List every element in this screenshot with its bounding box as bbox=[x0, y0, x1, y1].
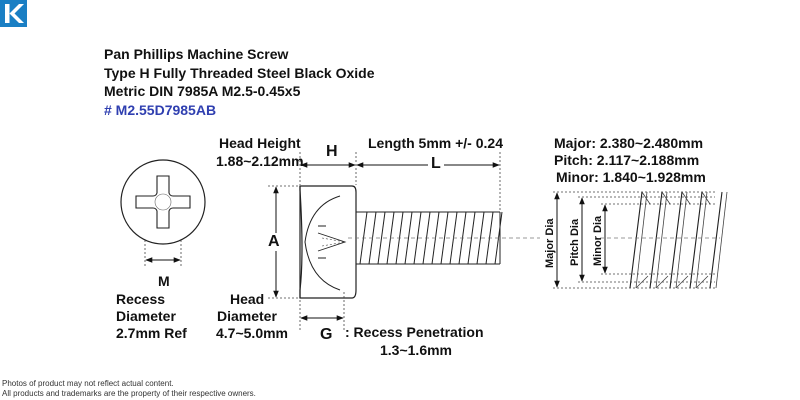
title-block: Pan Phillips Machine Screw Type H Fully … bbox=[104, 45, 375, 119]
recess-penetration-label: : Recess Penetration bbox=[345, 324, 484, 340]
recess-penetration-value: 1.3~1.6mm bbox=[380, 342, 452, 358]
head-top-view bbox=[120, 159, 206, 266]
recess-diameter-line-2: Diameter bbox=[116, 308, 176, 324]
head-diameter-line-2: Diameter bbox=[217, 308, 277, 324]
screw-side-view bbox=[268, 152, 540, 330]
recess-diameter-line-1: Recess bbox=[116, 291, 166, 307]
brand-logo bbox=[0, 0, 27, 27]
head-diameter-line-3: 4.7~5.0mm bbox=[216, 325, 288, 341]
head-height-label: Head Height bbox=[219, 135, 301, 151]
phillips-recess-icon bbox=[135, 175, 191, 229]
title-line-2: Type H Fully Threaded Steel Black Oxide bbox=[104, 64, 375, 81]
part-number: # M2.55D7985AB bbox=[104, 101, 217, 118]
disclaimer-line-2: All products and trademarks are the prop… bbox=[2, 389, 256, 398]
title-line-3: Metric DIN 7985A M2.5-0.45x5 bbox=[104, 83, 301, 99]
h-symbol: H bbox=[326, 143, 338, 160]
minor-diameter-spec: Minor: 1.840~1.928mm bbox=[556, 169, 706, 185]
disclaimer-line-1: Photos of product may not reflect actual… bbox=[2, 379, 174, 388]
g-symbol: G bbox=[320, 326, 333, 343]
pitch-diameter-spec: Pitch: 2.117~2.188mm bbox=[554, 152, 700, 168]
recess-diameter-line-3: 2.7mm Ref bbox=[116, 325, 187, 341]
a-symbol: A bbox=[268, 233, 280, 251]
length-label: Length 5mm +/- 0.24 bbox=[368, 135, 503, 151]
thread-detail-view bbox=[553, 191, 728, 289]
head-height-value: 1.88~2.12mm bbox=[216, 153, 304, 169]
title-line-1: Pan Phillips Machine Screw bbox=[104, 46, 289, 62]
major-dia-label: Major Dia bbox=[544, 218, 556, 268]
screw-shaft bbox=[356, 211, 501, 265]
pitch-dia-label: Pitch Dia bbox=[569, 218, 581, 266]
screw-head bbox=[299, 185, 357, 299]
m-symbol: M bbox=[158, 273, 170, 289]
head-diameter-line-1: Head bbox=[230, 291, 265, 307]
minor-dia-label: Minor Dia bbox=[592, 215, 604, 266]
disclaimer: Photos of product may not reflect actual… bbox=[2, 379, 256, 399]
major-diameter-spec: Major: 2.380~2.480mm bbox=[554, 135, 704, 151]
thread-lines bbox=[359, 211, 503, 265]
l-symbol: L bbox=[428, 155, 444, 173]
